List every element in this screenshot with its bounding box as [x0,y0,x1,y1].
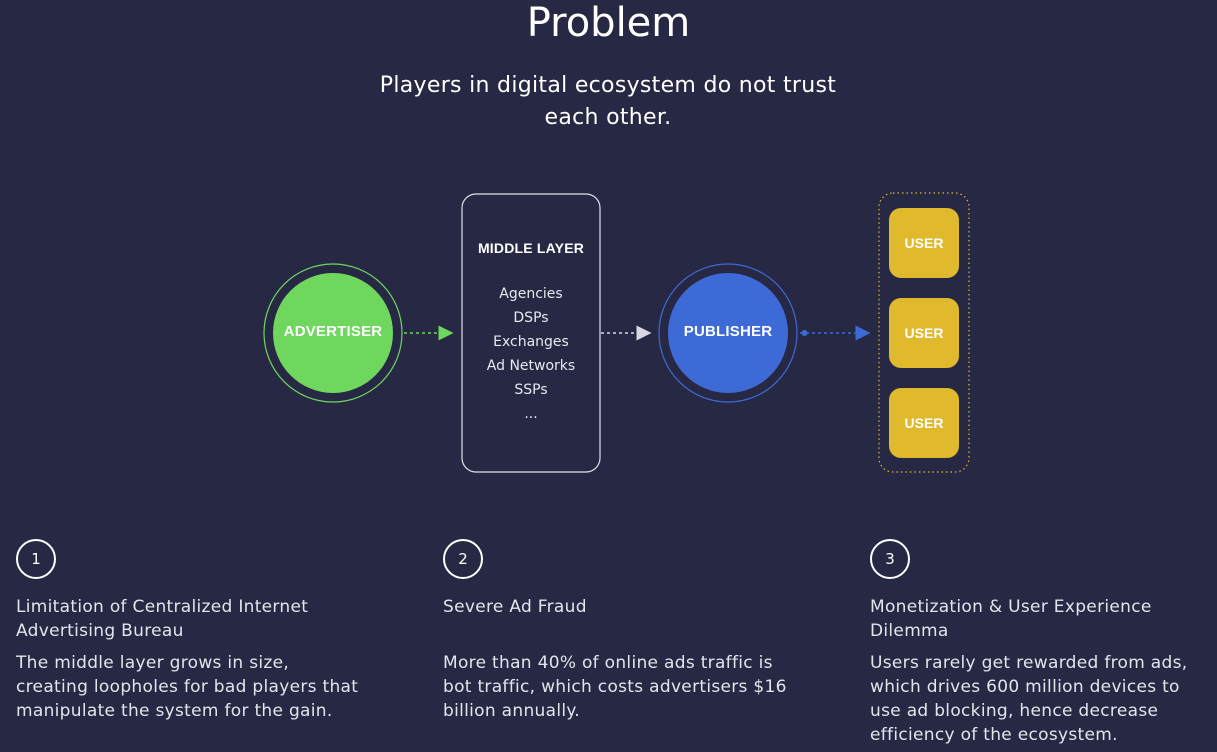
user-box-3: USER [889,388,959,458]
middle-layer-item: ... [524,406,538,422]
middle-layer-box [461,193,601,473]
user-box-1: USER [889,208,959,278]
publisher-node [668,273,788,393]
middle-layer-item: Agencies [499,286,563,302]
problem-description: The middle layer grows in size, creating… [16,653,359,721]
user-box-2: USER [889,298,959,368]
page-title: Problem [526,0,691,46]
publisher-label: PUBLISHER [683,323,773,340]
users-group-outline [878,192,970,473]
problem-number-badge: 1 [16,539,56,579]
middle-layer-item: Exchanges [493,334,569,350]
advertiser-node [273,273,393,393]
problem-description: Users rarely get rewarded from ads, whic… [870,653,1188,745]
middle-layer-item: SSPs [514,382,548,398]
problem-column-1: 1 Limitation of Centralized Internet Adv… [16,539,361,723]
middle-layer-item: Ad Networks [486,358,576,374]
problem-number-badge: 2 [443,539,483,579]
problem-column-2: 2 Severe Ad Fraud More than 40% of onlin… [443,539,788,723]
problem-number-badge: 3 [870,539,910,579]
middle-layer-list: Agencies DSPs Exchanges Ad Networks SSPs… [462,282,600,426]
problem-heading: Limitation of Centralized Internet Adver… [16,597,309,641]
problem-description: More than 40% of online ads traffic is b… [443,653,787,721]
page-subtitle: Players in digital ecosystem do not trus… [379,73,837,130]
advertiser-outer-ring [263,263,403,403]
middle-layer-item: DSPs [513,310,549,326]
problem-column-3: 3 Monetization & User Experience Dilemma… [870,539,1215,747]
publisher-outer-ring [658,263,798,403]
problem-heading: Severe Ad Fraud [443,597,587,617]
middle-layer-title: MIDDLE LAYER [477,240,585,256]
problem-heading: Monetization & User Experience Dilemma [870,597,1152,641]
advertiser-label: ADVERTISER [283,323,383,340]
